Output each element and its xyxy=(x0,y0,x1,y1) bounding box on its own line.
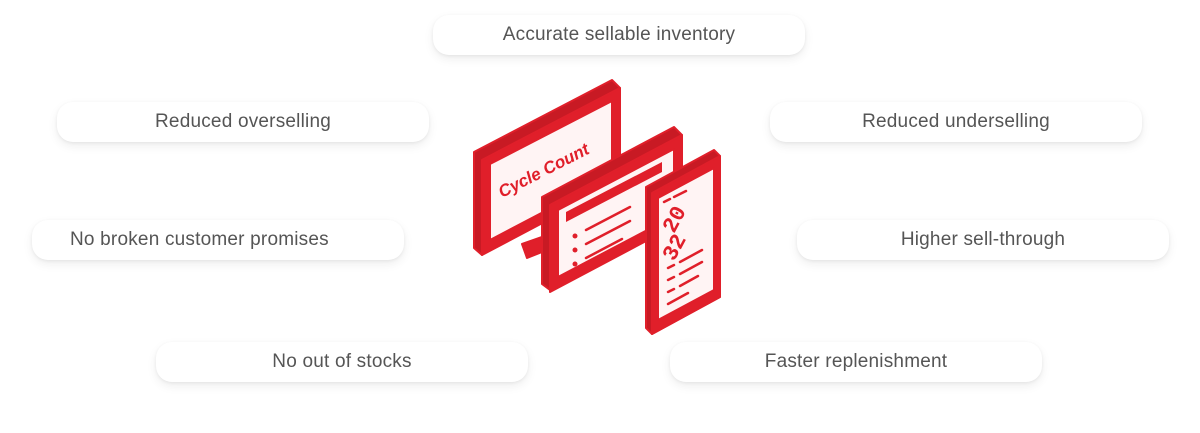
benefit-faster-replenishment: Faster replenishment xyxy=(670,342,1042,382)
phone-lines xyxy=(666,248,704,306)
back-monitor: Cycle Count xyxy=(473,79,621,259)
benefit-higher-sell-through: Higher sell-through xyxy=(797,220,1169,260)
list-lines xyxy=(584,205,632,260)
device-illustration: Cycle Count 20 xyxy=(473,79,721,335)
benefit-accurate-inventory: Accurate sellable inventory xyxy=(433,15,805,55)
phone: 20 32 xyxy=(645,149,721,335)
middle-monitor xyxy=(541,126,683,293)
benefit-no-out-of-stocks: No out of stocks xyxy=(156,342,528,382)
benefit-no-broken-promises: No broken customer promises xyxy=(32,220,404,260)
benefit-reduced-overselling: Reduced overselling xyxy=(57,102,429,142)
benefit-reduced-underselling: Reduced underselling xyxy=(770,102,1142,142)
